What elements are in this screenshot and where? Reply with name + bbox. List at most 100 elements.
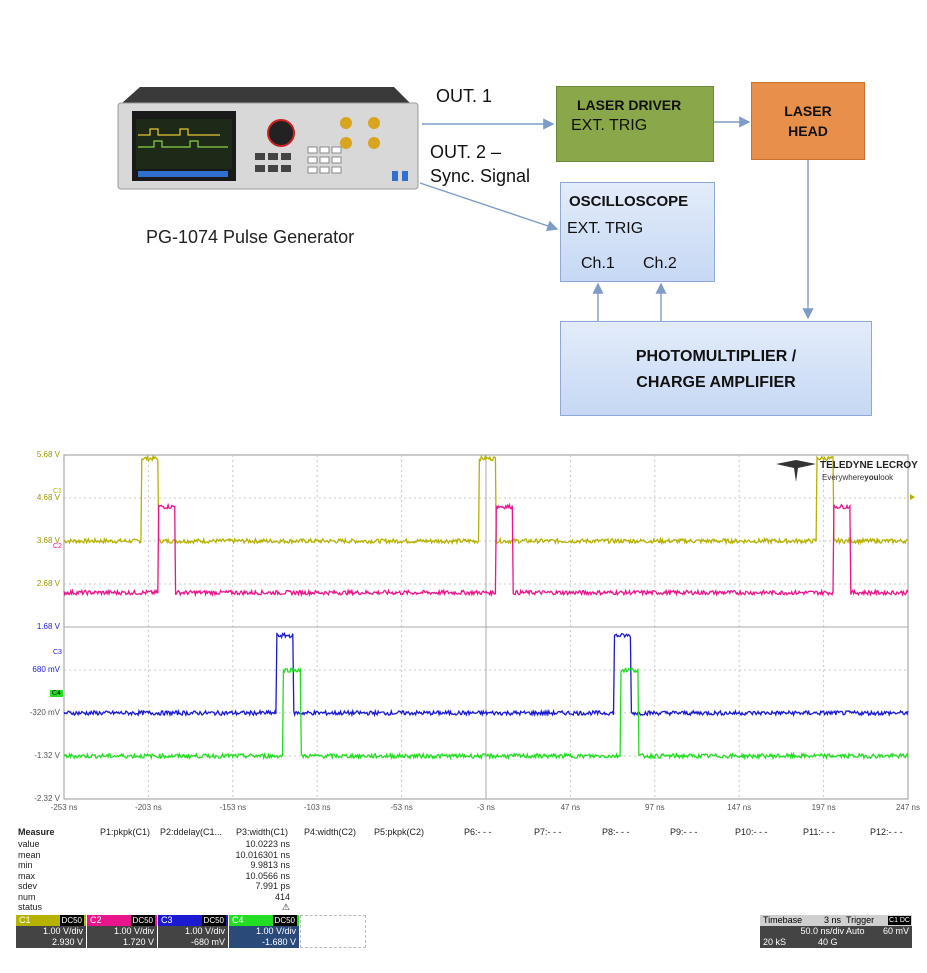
measure-param-header[interactable]: P8:- - - — [602, 827, 630, 837]
sample-rate: 40 G — [818, 937, 838, 947]
channel-header: C3 DC50 — [158, 915, 228, 926]
y-tick-label: -320 mV — [29, 708, 60, 717]
generator-caption: PG-1074 Pulse Generator — [146, 227, 355, 247]
measure-row-label: sdev — [18, 881, 38, 891]
y-tick-label: 680 mV — [32, 665, 60, 674]
measure-param-header[interactable]: P1:pkpk(C1) — [100, 827, 151, 837]
measure-row-value: ⚠ — [281, 902, 290, 912]
measure-row-label: value — [18, 839, 40, 849]
channel-vdiv: 1.00 V/div — [229, 926, 299, 937]
empty-channel-slot — [300, 915, 366, 948]
osc-ch2: Ch.2 — [643, 255, 677, 272]
channel-name: C1 — [19, 915, 31, 925]
out2-label-line1: OUT. 2 – — [430, 142, 502, 162]
measure-row-value: 10.0223 ns — [245, 839, 290, 849]
x-tick-label: -3 ns — [477, 803, 495, 812]
measure-row-value: 414 — [274, 891, 290, 902]
timebase-panel[interactable]: Timebase 3 ns Trigger C1 DC 50.0 ns/div … — [760, 915, 912, 948]
pmt-line1: PHOTOMULTIPLIER / — [635, 348, 797, 365]
x-tick-label: -53 ns — [390, 803, 413, 812]
measure-param-header[interactable]: P12:- - - — [870, 827, 903, 837]
laser-line1: LASER — [784, 103, 832, 119]
channel-header: C1 DC50 — [16, 915, 86, 926]
trigger-coupling: DC — [898, 916, 911, 925]
y-tick-label: -2.32 V — [34, 794, 60, 803]
channel-vdiv: 1.00 V/div — [158, 926, 228, 937]
y-tick-label: 5.68 V — [36, 450, 60, 459]
measure-param-header[interactable]: P10:- - - — [735, 827, 768, 837]
channel-offset: -1.680 V — [229, 937, 299, 948]
x-tick-label: -203 ns — [135, 803, 162, 812]
measure-param-header[interactable]: P9:- - - — [670, 827, 698, 837]
y-tick-label: 1.68 V — [36, 622, 60, 631]
channel-coupling: DC50 — [272, 915, 297, 926]
x-tick-label: 197 ns — [811, 803, 836, 812]
trigger-level: 60 mV — [882, 926, 909, 936]
channel-coupling: DC50 — [130, 915, 155, 926]
measure-param-header[interactable]: P7:- - - — [534, 827, 562, 837]
channel-name: C3 — [161, 915, 173, 925]
driver-title: LASER DRIVER — [577, 97, 682, 113]
channel-coupling: DC50 — [201, 915, 226, 926]
trace-c4 — [63, 666, 909, 761]
channel-coupling: DC50 — [59, 915, 84, 926]
trigger-header: Trigger C1 DC — [844, 915, 912, 926]
osc-title: OSCILLOSCOPE — [569, 193, 689, 210]
trigger-level-marker — [910, 494, 915, 501]
timebase-header: Timebase 3 ns — [760, 915, 844, 926]
y-tick-label: 4.68 V — [36, 493, 60, 502]
measure-param-header[interactable]: P3:width(C1) — [236, 827, 289, 837]
channel-vdiv: 1.00 V/div — [87, 926, 157, 937]
x-tick-label: -153 ns — [219, 803, 247, 812]
measure-row-label: status — [18, 902, 43, 912]
measure-row-value: 10.0566 ns — [245, 870, 290, 881]
sample-count: 20 kS — [763, 937, 787, 947]
measure-row-value: 7.991 ps — [255, 881, 290, 891]
x-tick-label: -253 ns — [50, 803, 78, 812]
scope-tagline: Everywhereyoulook — [822, 473, 893, 482]
x-tick-label: 97 ns — [645, 803, 665, 812]
out1-label: OUT. 1 — [436, 86, 493, 106]
y-tick-label: -1.32 V — [34, 751, 60, 760]
channel-offset: 2.930 V — [16, 937, 86, 948]
trigger-mode: Auto — [846, 926, 865, 936]
pulse-generator-device — [117, 87, 419, 190]
x-tick-label: 47 ns — [560, 803, 581, 812]
channel-name: C4 — [232, 915, 244, 925]
trace-c2 — [63, 502, 909, 598]
timebase-tdiv: 50.0 ns/div — [760, 926, 844, 937]
measure-title: Measure — [18, 827, 55, 837]
measure-param-header[interactable]: P2:ddelay(C1... — [160, 827, 223, 837]
photomultiplier-box: PHOTOMULTIPLIER / CHARGE AMPLIFIER — [560, 321, 872, 416]
trigger-label: Trigger — [846, 915, 875, 925]
trace-c1 — [63, 454, 909, 546]
x-tick-label: 147 ns — [727, 803, 752, 812]
channel-header: C4 DC50 — [229, 915, 299, 926]
measure-param-header[interactable]: P6:- - - — [464, 827, 492, 837]
trigger-channel: C1 — [888, 916, 899, 925]
measure-row-value: 10.016301 ns — [235, 849, 290, 860]
channel-offset: -680 mV — [158, 937, 228, 948]
measure-row-label: num — [18, 891, 36, 902]
channel-offset: 1.720 V — [87, 937, 157, 948]
measure-param-header[interactable]: P11:- - - — [803, 827, 835, 837]
osc-ext-trig: EXT. TRIG — [567, 220, 644, 237]
y-tick-label: 3.68 V — [36, 536, 60, 545]
measure-param-header[interactable]: P4:width(C2) — [304, 827, 357, 837]
channel-vdiv: 1.00 V/div — [16, 926, 86, 937]
laser-line2: HEAD — [788, 123, 828, 139]
measure-row-value: 9.9813 ns — [250, 860, 290, 870]
x-tick-label: -103 ns — [303, 803, 331, 812]
measure-row-label: max — [18, 870, 36, 881]
osc-ch1: Ch.1 — [581, 255, 615, 272]
timebase-delay: 3 ns — [823, 915, 841, 925]
trace-c3 — [63, 631, 909, 718]
tagline-part-a: Everywhere — [822, 473, 865, 482]
measure-param-header[interactable]: P5:pkpk(C2) — [374, 827, 425, 837]
timebase-label: Timebase — [763, 915, 803, 925]
